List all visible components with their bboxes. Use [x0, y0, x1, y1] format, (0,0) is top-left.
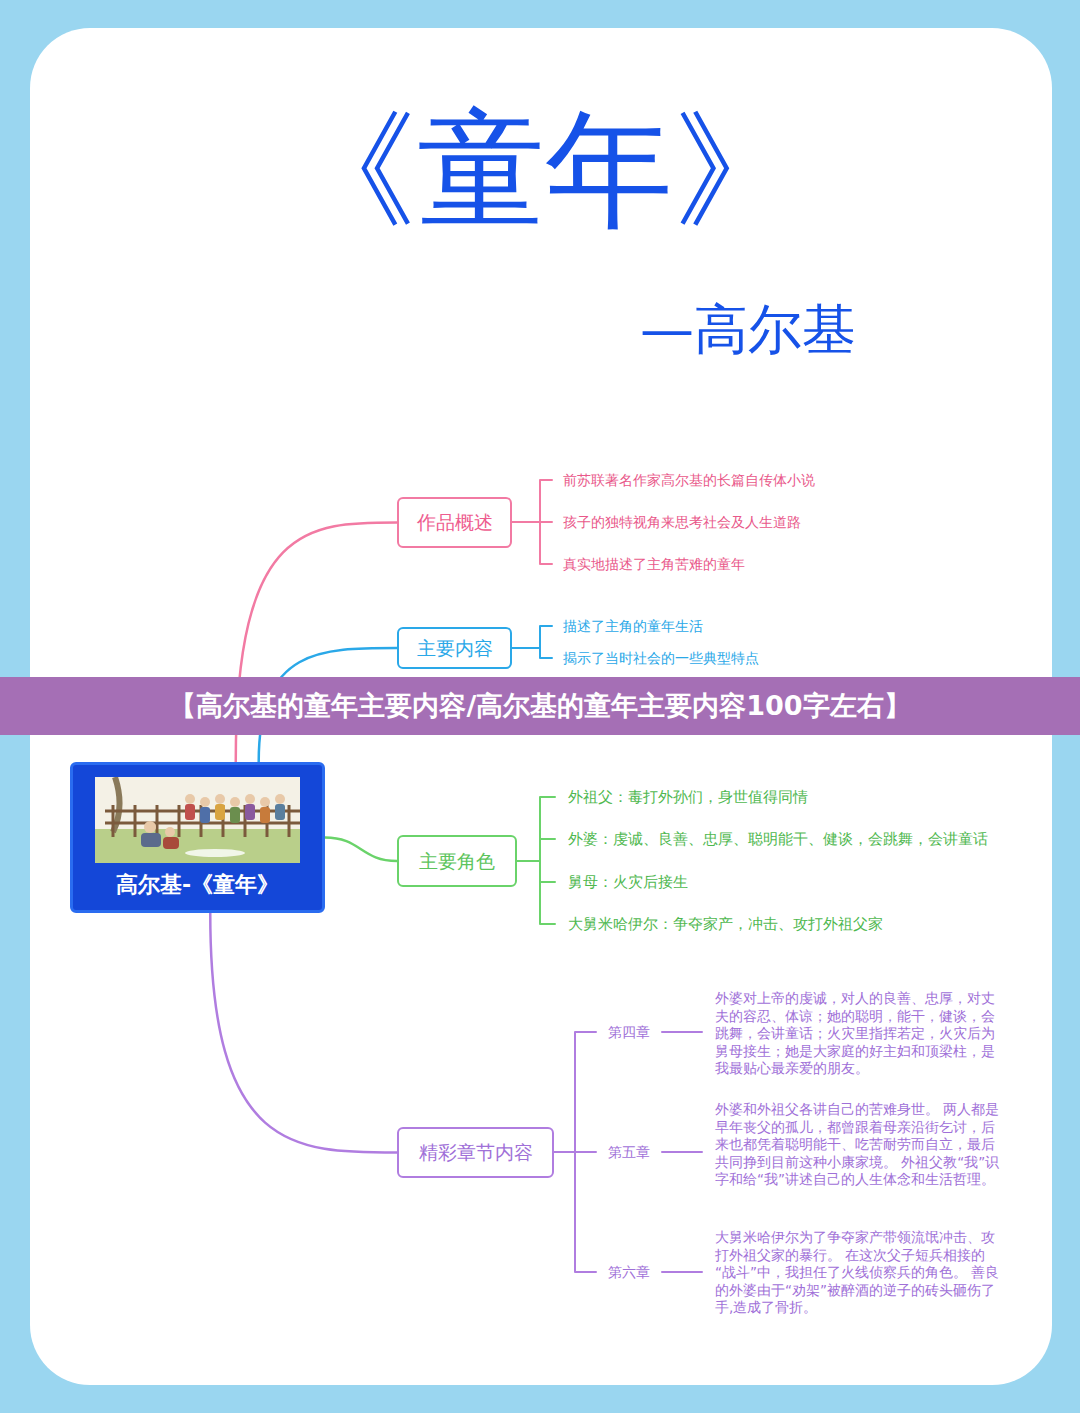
central-box: 高尔基-《童年》	[70, 762, 325, 913]
title-banner: 【高尔基的童年主要内容/高尔基的童年主要内容100字左右】	[0, 677, 1080, 735]
node-label: 【高尔基的童年主要内容/高尔基的童年主要内容100字左右】	[169, 690, 910, 722]
leaf-text: 外祖父：毒打外孙们，身世值得同情	[568, 788, 808, 806]
chapter-text: 外婆和外祖父各讲自己的苦难身世。 两人都是早年丧父的孤儿，都曾跟着母亲沿街乞讨，…	[715, 1101, 1003, 1189]
branch-connector	[210, 913, 397, 1153]
leaf-text: 描述了主角的童年生活	[563, 617, 703, 635]
leaf-text: 舅母：火灾后接生	[568, 873, 688, 891]
branch-box: 主要角色	[397, 835, 517, 887]
leaf-text: 前苏联著名作家高尔基的长篇自传体小说	[563, 471, 815, 489]
blue-bracket	[512, 626, 552, 658]
branch-box: 作品概述	[397, 497, 512, 548]
green-bracket	[517, 797, 555, 924]
illustration	[95, 777, 300, 863]
leaf-text: 外婆：虔诚、良善、忠厚、聪明能干、健谈，会跳舞，会讲童话	[568, 830, 988, 848]
pink-bracket	[512, 480, 552, 564]
node-label: 主要内容	[417, 637, 493, 660]
leaf-text: 大舅米哈伊尔：争夺家产，冲击、攻打外祖父家	[568, 915, 883, 933]
author-label: —高尔基	[640, 298, 856, 362]
node-label: 高尔基-《童年》	[116, 872, 279, 898]
node-label: 作品概述	[417, 511, 493, 534]
leaf-text: 揭示了当时社会的一些典型特点	[563, 649, 759, 667]
title-text: 《童年》	[10, 100, 1080, 241]
node-label: 精彩章节内容	[419, 1141, 533, 1164]
chapter-label: 第四章	[608, 1023, 650, 1041]
node-label: 主要角色	[419, 850, 495, 873]
branch-connector	[325, 838, 397, 862]
chapter-label: 第六章	[608, 1263, 650, 1281]
leaf-text: 真实地描述了主角苦难的童年	[563, 555, 745, 573]
chapter-label: 第五章	[608, 1143, 650, 1161]
chapter-text: 大舅米哈伊尔为了争夺家产带领流氓冲击、攻打外祖父家的暴行。 在这次父子短兵相接的…	[715, 1229, 1003, 1317]
branch-box: 主要内容	[397, 627, 512, 669]
chapter-text: 外婆对上帝的虔诚，对人的良善、忠厚，对丈夫的容忍、体谅；她的聪明，能干，健谈，会…	[715, 990, 1003, 1078]
branch-box: 精彩章节内容	[397, 1127, 554, 1178]
purple-bracket	[554, 1032, 702, 1272]
leaf-text: 孩子的独特视角来思考社会及人生道路	[563, 513, 801, 531]
